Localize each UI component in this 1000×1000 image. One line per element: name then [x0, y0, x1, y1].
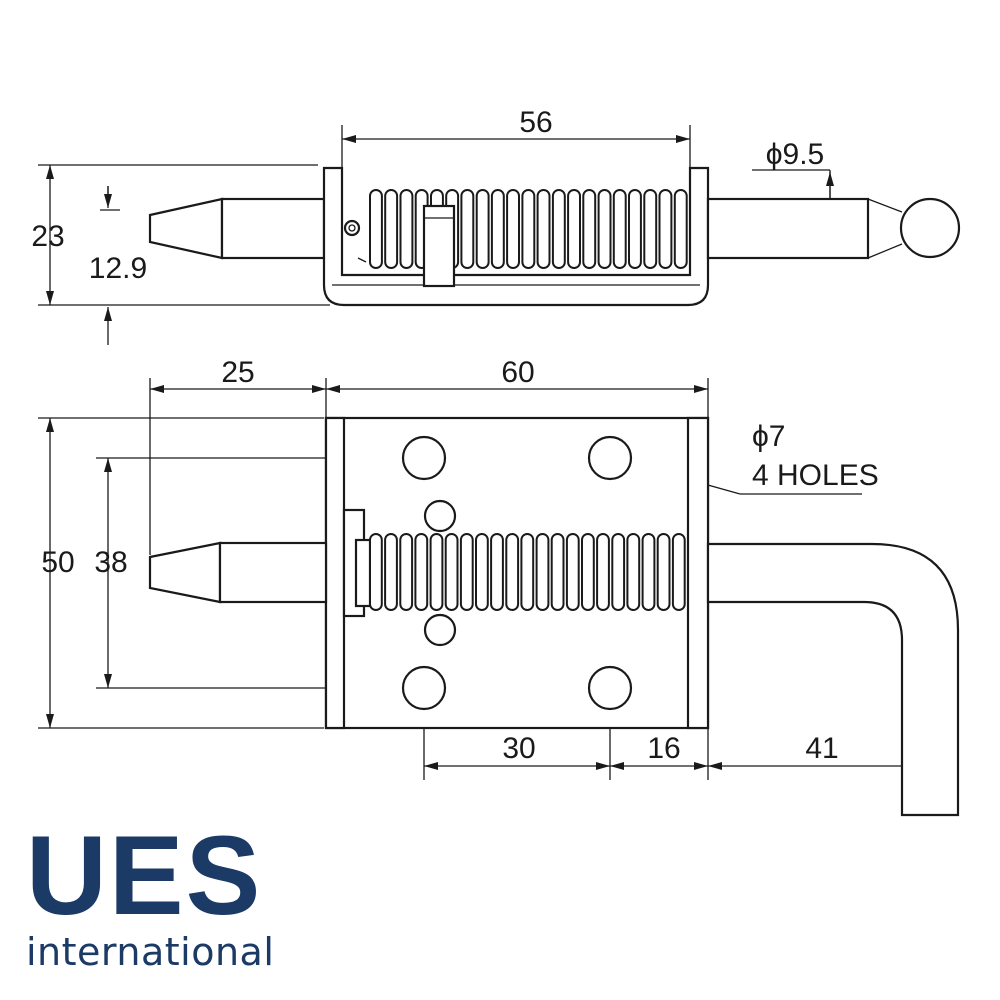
rivet-lower — [423, 613, 457, 647]
spring-turn — [475, 533, 489, 611]
pin-shaft-left — [220, 197, 326, 260]
l-handle — [706, 542, 960, 817]
front-view: 25 60 50 38 30 16 41 ϕ7 4 HOLES — [38, 356, 960, 817]
spring-turn — [551, 189, 566, 269]
top-view: 56 23 12.9 ϕ9.5 — [31, 106, 961, 345]
spring-turn — [596, 533, 610, 611]
pin-tip-front — [148, 541, 222, 604]
pin-tip-left — [148, 197, 224, 260]
ues-logo: UES international — [26, 813, 326, 975]
spring-turn — [369, 533, 383, 611]
spring-turn — [535, 533, 550, 611]
spring-turn — [506, 189, 521, 269]
hole-note-diameter: ϕ7 — [752, 420, 786, 453]
spring-turn — [444, 533, 459, 611]
spring-turn — [490, 189, 505, 269]
spring-turn — [626, 533, 641, 611]
spring-turn — [384, 189, 399, 269]
set-screw-icon — [343, 219, 361, 237]
spring-turn — [459, 533, 474, 611]
spring-turn — [673, 189, 688, 269]
spring-turn — [628, 189, 642, 269]
spring-turn — [490, 533, 504, 611]
logo-mark: UES — [26, 813, 263, 938]
spring-coil-front — [369, 533, 686, 611]
handle-end-circle — [899, 197, 961, 259]
spring-turn — [565, 533, 580, 611]
dim-30: 30 — [502, 732, 535, 765]
spring-turn — [581, 533, 595, 611]
dim-56: 56 — [519, 106, 552, 139]
spring-turn — [460, 189, 475, 269]
stop-pin-top — [422, 204, 456, 288]
pin-shaft-front — [218, 541, 328, 604]
dim-25: 25 — [221, 356, 254, 389]
spring-turn — [429, 533, 444, 611]
spring-turn — [611, 533, 626, 611]
spring-turn — [658, 189, 673, 269]
dim-16: 16 — [647, 732, 680, 765]
hole-note-count: 4 HOLES — [752, 459, 879, 492]
spring-turn — [505, 533, 520, 611]
spring-turn — [643, 189, 658, 269]
spring-turn — [567, 189, 581, 269]
dim-60: 60 — [501, 356, 534, 389]
spring-turn — [582, 189, 597, 269]
spring-turn — [384, 533, 398, 611]
spring-turn — [550, 533, 565, 611]
spring-turn — [475, 189, 490, 269]
spring-turn — [521, 189, 536, 269]
dim-23: 23 — [31, 220, 64, 253]
plate-flange-left — [324, 416, 346, 730]
spring-turn — [536, 189, 551, 269]
spring-turn — [399, 189, 414, 269]
dim-diameter-9-5: ϕ9.5 — [766, 138, 825, 171]
dim-50: 50 — [41, 546, 74, 579]
spring-coil-top — [369, 189, 688, 269]
spring-turn — [414, 533, 429, 611]
pin-shaft-right — [706, 197, 870, 260]
spring-turn — [520, 533, 535, 611]
spring-turn — [612, 189, 627, 269]
mounting-hole-1 — [401, 435, 447, 481]
spring-turn — [597, 189, 612, 269]
spring-turn — [671, 533, 686, 611]
rivet-upper — [423, 499, 457, 533]
mounting-hole-4 — [587, 665, 633, 711]
dim-41: 41 — [805, 732, 838, 765]
spring-turn — [656, 533, 671, 611]
housing-top — [322, 166, 710, 307]
dim-12-9: 12.9 — [89, 252, 147, 285]
dim-38: 38 — [94, 546, 127, 579]
spring-turn — [399, 533, 414, 611]
plate-flange-right — [686, 416, 710, 730]
logo-subtitle: international — [26, 930, 275, 974]
spring-turn — [369, 189, 383, 269]
mounting-hole-3 — [401, 665, 447, 711]
spring-turn — [641, 533, 656, 611]
mounting-hole-2 — [587, 435, 633, 481]
